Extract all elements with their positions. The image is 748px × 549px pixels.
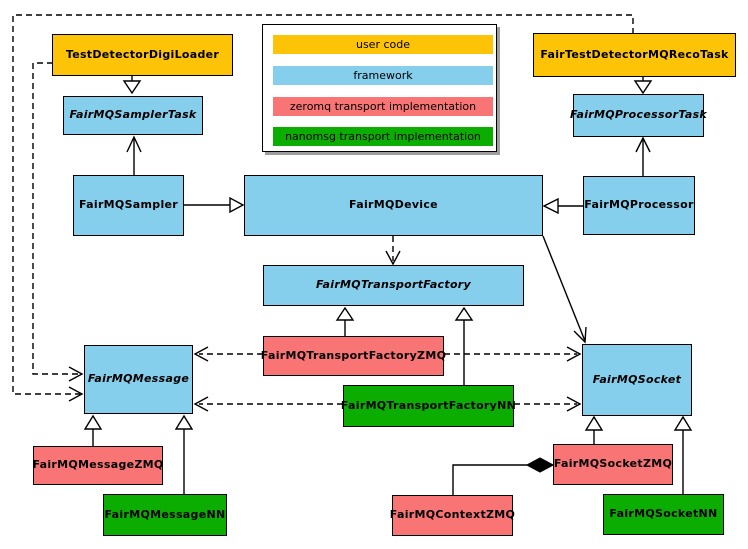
edge-inheritance-testdetectordigiloader-fairmqsamplertask [122, 76, 142, 95]
class-label: FairMQMessage [87, 372, 190, 386]
class-box-fairmq-transport-factory: FairMQTransportFactory [263, 265, 524, 306]
edge-inheritance-fairmqmessagezmq-fairmqmessage [83, 414, 103, 446]
class-label: FairMQSocket [592, 372, 682, 386]
class-box-fairmq-processor: FairMQProcessor [583, 176, 695, 235]
class-box-test-detector-digi-loader: TestDetectorDigiLoader [52, 34, 233, 76]
edge-inheritance-fairmqmessagenn-fairmqmessage [174, 414, 194, 494]
class-box-fair-test-detector-mq-reco-task: FairTestDetectorMQRecoTask [533, 33, 736, 77]
class-label: FairMQMessageZMQ [32, 458, 164, 472]
class-label: FairMQProcessor [584, 198, 694, 212]
edge-inheritance-fairtestdetectormqrecotask-fairmqprocessortask [633, 77, 653, 95]
class-label: FairMQMessageNN [104, 507, 226, 521]
class-label: FairMQSocketZMQ [553, 457, 673, 471]
legend-row-framework: framework [273, 66, 493, 85]
class-label: FairMQTransportFactoryZMQ [260, 348, 447, 362]
class-box-fairmq-processor-task: FairMQProcessorTask [569, 94, 708, 137]
class-box-fairmq-transport-factory-nn: FairMQTransportFactoryNN [340, 385, 517, 427]
legend-label: user code [355, 38, 411, 51]
legend-row-zeromq: zeromq transport implementation [273, 97, 493, 116]
edge-dependency-fairmqtransportfactorynn-fairmqsocket [514, 396, 582, 412]
edge-dependency-fairmqdevice-fairmqtransportfactory [385, 236, 401, 266]
legend-row-user-code: user code [273, 35, 493, 54]
class-label: FairMQSocketNN [609, 507, 718, 521]
class-box-fairmq-context-zmq: FairMQContextZMQ [389, 495, 516, 536]
edge-inheritance-fairmqtransportfactoryzmq-fairmqtransportfactory [335, 306, 355, 336]
class-box-fairmq-message: FairMQMessage [84, 345, 193, 414]
class-label: FairTestDetectorMQRecoTask [540, 47, 729, 61]
class-label: FairMQSampler [78, 198, 179, 212]
class-label: FairMQTransportFactoryNN [340, 398, 517, 412]
legend-label: nanomsg transport implementation [285, 130, 481, 143]
class-label: TestDetectorDigiLoader [65, 47, 220, 61]
legend-panel: user code framework zeromq transport imp… [262, 24, 497, 152]
legend-label: zeromq transport implementation [289, 100, 477, 113]
legend-label: framework [353, 69, 413, 82]
edge-generalization-fairmqsampler-fairmqsamplertask [126, 135, 142, 175]
class-label: FairMQDevice [349, 198, 438, 212]
edge-inheritance-fairmqtransportfactorynn-fairmqtransportfactory [454, 306, 474, 385]
class-box-fairmq-message-zmq: FairMQMessageZMQ [32, 446, 164, 485]
edge-inheritance-fairmqsocketzmq-fairmqsocket [584, 415, 604, 444]
edge-generalization-fairmqprocessor-fairmqprocessortask [635, 136, 651, 176]
edge-inheritance-fairmqsampler-fairmqdevice [184, 196, 245, 214]
class-box-fairmq-socket-nn: FairMQSocketNN [603, 494, 724, 535]
class-label: FairMQProcessorTask [569, 108, 708, 122]
class-label: FairMQSamplerTask [69, 108, 197, 122]
edge-dependency-fairmqtransportfactorynn-fairmqmessage [193, 396, 343, 412]
class-box-fairmq-device: FairMQDevice [244, 175, 543, 236]
legend-row-nanomsg: nanomsg transport implementation [273, 127, 493, 146]
class-box-fairmq-socket-zmq: FairMQSocketZMQ [553, 444, 673, 485]
edge-inheritance-fairmqsocketnn-fairmqsocket [673, 415, 693, 494]
edge-composition-fairmqsocketzmq-fairmqcontextzmq [452, 457, 555, 495]
class-box-fairmq-sampler-task: FairMQSamplerTask [63, 96, 203, 135]
class-box-fairmq-socket: FairMQSocket [582, 344, 692, 416]
edge-inheritance-fairmqprocessor-fairmqdevice [542, 197, 583, 215]
edge-dependency-fairmqtransportfactoryzmq-fairmqsocket [444, 346, 582, 362]
class-label: FairMQTransportFactory [315, 278, 471, 292]
edge-association-fairmqdevice-fairmqsocket [542, 235, 587, 344]
class-box-fairmq-message-nn: FairMQMessageNN [103, 494, 227, 536]
class-box-fairmq-transport-factory-zmq: FairMQTransportFactoryZMQ [260, 336, 447, 376]
class-box-fairmq-sampler: FairMQSampler [73, 175, 184, 236]
class-label: FairMQContextZMQ [389, 508, 516, 522]
edge-dependency-fairmqtransportfactoryzmq-fairmqmessage [193, 346, 263, 362]
